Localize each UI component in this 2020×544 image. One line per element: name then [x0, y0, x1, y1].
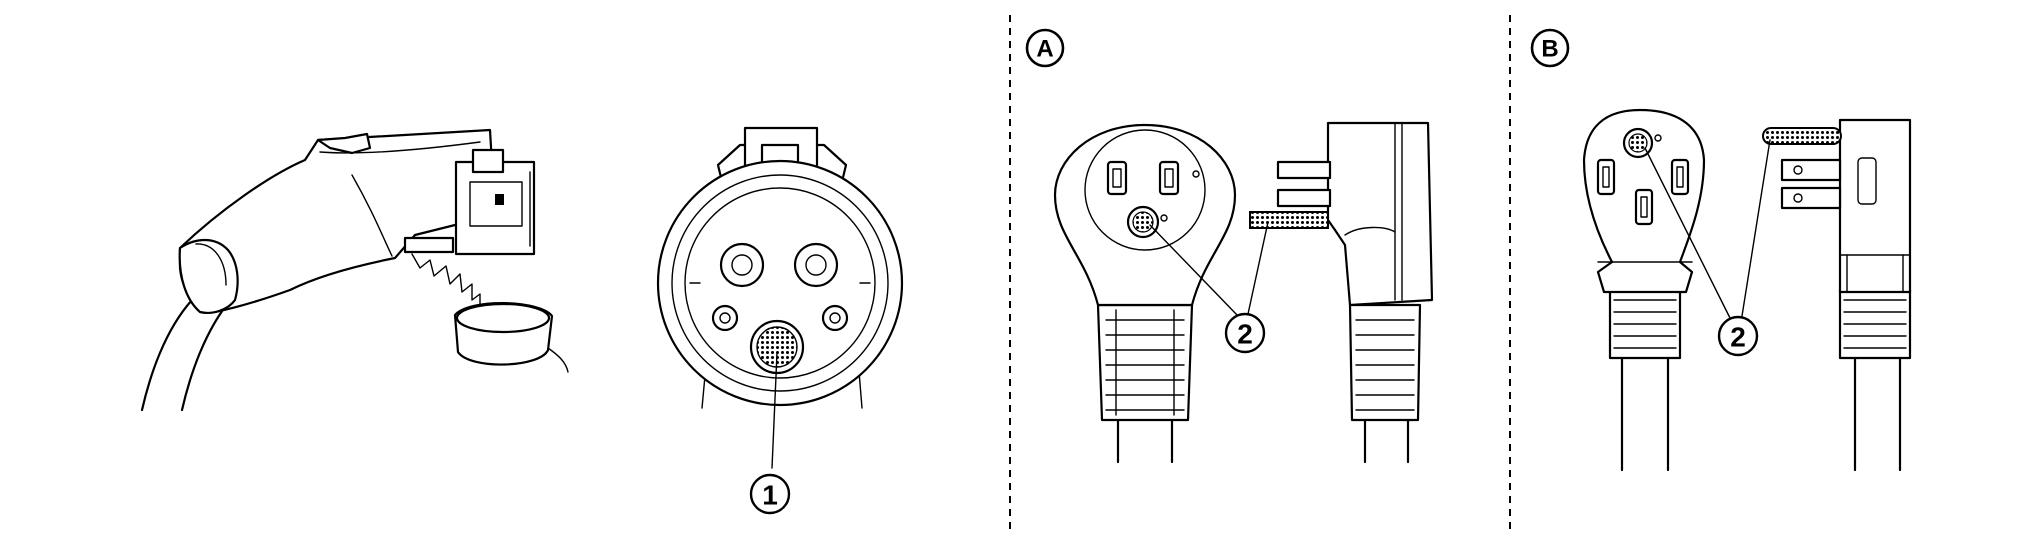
callout-2a: 2 [1224, 312, 1266, 354]
plug-a-side-view [1249, 121, 1434, 464]
plug-b-front-view [1582, 108, 1706, 472]
charging-gun-side-view [140, 128, 569, 412]
callout-1: 1 [749, 473, 791, 515]
callout-1-leader [771, 352, 778, 469]
panel-b-label: B [1530, 28, 1570, 68]
callout-2b-leaders [1644, 139, 1771, 319]
callout-2a-leaders [1149, 221, 1269, 317]
plug-b-side-view [1762, 118, 1912, 472]
svg-text:A: A [1036, 36, 1053, 63]
panel-a-label: A [1025, 28, 1065, 68]
connector-front-view [656, 126, 904, 409]
svg-text:1: 1 [762, 480, 778, 511]
svg-text:2: 2 [1730, 322, 1746, 353]
svg-text:B: B [1541, 36, 1558, 63]
plug-a-front-view [1053, 123, 1237, 464]
callout-2b: 2 [1717, 315, 1759, 357]
svg-text:2: 2 [1237, 319, 1253, 350]
